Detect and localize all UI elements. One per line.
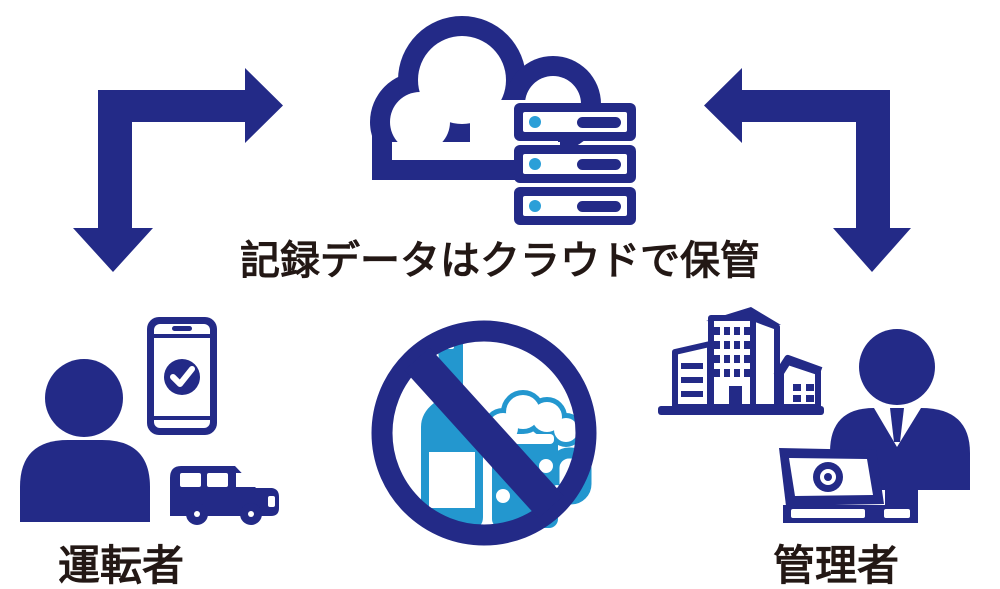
driver-label: 運転者 [58,541,185,589]
server-stack-icon [514,103,636,225]
smartphone-check-icon [147,317,217,435]
driver-person-icon [20,359,150,522]
office-building-icon [658,307,824,415]
no-alcohol-icon [371,320,597,546]
car-icon [170,466,279,525]
cloud-caption: 記録データはクラウドで保管 [240,238,760,284]
arrow-driver-cloud-icon [73,68,283,272]
laptop-icon [779,448,918,523]
admin-label: 管理者 [773,541,900,589]
arrow-admin-cloud-icon [704,68,911,272]
